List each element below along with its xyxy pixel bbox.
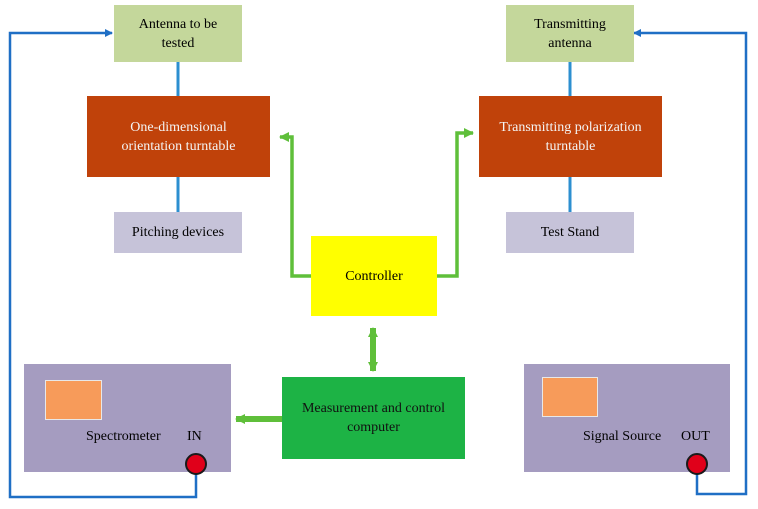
signal-source-device: Signal Source OUT: [524, 364, 730, 475]
polarization-turntable-box: Transmitting polarization turntable: [479, 96, 662, 177]
controller-box: Controller: [311, 236, 437, 316]
orientation-turntable-box: One-dimensional orientation turntable: [87, 96, 270, 177]
orientation-turntable-label: One-dimensional orientation turntable: [121, 119, 236, 154]
cable-signal-source-to-transmit-antenna: [633, 29, 748, 496]
spectrometer-in-port: [185, 453, 207, 475]
spectrometer-port-label: IN: [187, 429, 202, 444]
polarization-turntable-label: Transmitting polarization turntable: [499, 119, 642, 154]
transmitting-antenna-box: Transmitting antenna: [506, 5, 634, 62]
controller-label: Controller: [345, 268, 403, 284]
transmitting-antenna-label: Transmitting antenna: [534, 16, 606, 51]
antenna-under-test-label: Antenna to be tested: [138, 16, 218, 51]
test-stand-label: Test Stand: [540, 225, 600, 240]
arrow-controller-to-polarization-turntable: [437, 128, 474, 278]
arrow-controller-to-orientation-turntable: [279, 132, 311, 278]
cable-spectrometer-to-antenna: [8, 29, 198, 499]
test-stand-box: Test Stand: [506, 212, 634, 253]
signal-source-port-label: OUT: [681, 429, 710, 444]
antenna-under-test-box: Antenna to be tested: [114, 5, 242, 62]
signal-source-out-port: [686, 453, 708, 475]
computer-label: Measurement and control computer: [301, 401, 446, 435]
spectrometer-device: Spectrometer IN: [24, 364, 231, 475]
pitching-devices-label: Pitching devices: [131, 225, 225, 240]
pitching-devices-box: Pitching devices: [114, 212, 242, 253]
computer-box: Measurement and control computer: [282, 377, 465, 459]
spectrometer-label: Spectrometer: [86, 429, 161, 444]
spectrometer-screen: [45, 380, 102, 420]
signal-source-screen: [542, 377, 598, 417]
signal-source-label: Signal Source: [583, 429, 662, 444]
